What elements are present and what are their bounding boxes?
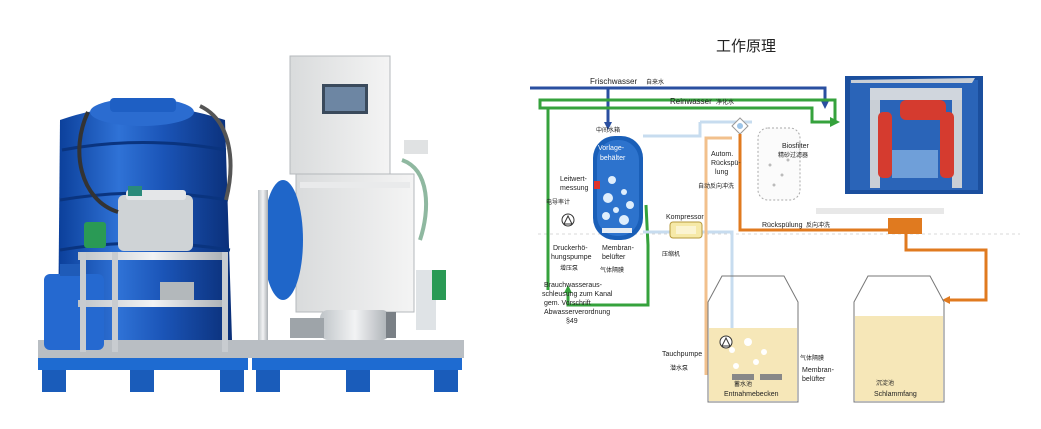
vorlage-cn: 中间水箱 xyxy=(596,126,620,134)
druck-label-1: Druckerhö- xyxy=(553,245,588,252)
car-wash-bay xyxy=(845,76,983,194)
brauch-label-1: Brauchwasseraus- xyxy=(544,282,603,289)
dosing-unit xyxy=(118,195,193,251)
leitwert-label-1: Leitwert- xyxy=(560,176,588,183)
membran-cn: 气体隔膜 xyxy=(600,266,624,274)
product-photo xyxy=(38,55,464,392)
diagram-title: 工作原理 xyxy=(716,37,776,55)
leitwert-cn: 电导率计 xyxy=(546,198,570,206)
drain-box xyxy=(888,218,922,234)
schlamm-cn: 沉淀池 xyxy=(876,379,894,387)
booster-pump xyxy=(561,213,575,227)
entnahme-label: Entnahmebecken xyxy=(724,391,779,398)
compressor xyxy=(669,221,703,239)
membran2-label-1: Membran- xyxy=(802,367,835,374)
brauch-label-3: gem. Vorschrift xyxy=(544,300,591,307)
frischwasser-cn: 自来水 xyxy=(646,78,664,86)
biofilter xyxy=(757,127,801,201)
conductivity-sensor xyxy=(594,181,600,189)
filter-cartridge xyxy=(416,270,436,330)
tauch-cn: 潜水泵 xyxy=(670,364,688,372)
storage-tank xyxy=(593,136,643,240)
kompressor-label: Kompressor xyxy=(666,214,704,221)
working-principle-diagram: 工作原理 Frischwasser 自来水 Reinwasser 净化水 Vor… xyxy=(530,37,1020,403)
steel-frame xyxy=(78,252,228,352)
canister xyxy=(44,274,104,350)
reinwasser-cn: 净化水 xyxy=(716,98,734,106)
pallet-right xyxy=(252,340,464,392)
pallet-left xyxy=(38,340,253,392)
pump xyxy=(290,310,396,340)
rueck-cn: 反向冲洗 xyxy=(806,221,830,229)
rueck-label: Rückspülung xyxy=(762,222,803,229)
auto-label-1: Autom. xyxy=(711,151,733,158)
biofilter-cn: 精砂过滤器 xyxy=(778,151,808,159)
leitwert-label-2: messung xyxy=(560,185,589,192)
brauch-label-4: Abwasserverordnung xyxy=(544,309,610,316)
control-cabinet xyxy=(289,55,415,313)
entnahme-cn: 蓄水池 xyxy=(734,380,752,388)
schlamm-label: Schlammfang xyxy=(874,391,917,398)
brauch-label-2: schleusung zum Kanal xyxy=(542,291,613,298)
auto-label-2: Rückspü- xyxy=(711,160,741,167)
reinwasser-label: Reinwasser xyxy=(670,97,712,106)
membran2-label-2: belüfter xyxy=(802,376,826,383)
frischwasser-label: Frischwasser xyxy=(590,77,637,86)
pressure-vessel xyxy=(263,180,303,300)
drain-gutter xyxy=(816,208,944,214)
druck-label-2: hungspumpe xyxy=(551,254,592,261)
biofilter-label: Biosfilter xyxy=(782,143,810,150)
tauch-label: Tauchpumpe xyxy=(662,351,702,358)
auto-cn: 自动反向冲洗 xyxy=(698,182,734,190)
sludge-trap xyxy=(853,275,945,403)
druck-cn: 增压泵 xyxy=(560,264,578,272)
vorlage-label-2: behälter xyxy=(600,155,626,162)
meter xyxy=(84,222,106,248)
extraction-basin xyxy=(707,275,799,403)
backwash-valve xyxy=(731,117,749,135)
vorlage-label-1: Vorlage- xyxy=(598,145,625,152)
kompressor-cn: 压缩机 xyxy=(662,250,680,258)
membran-label-1: Membran- xyxy=(602,245,635,252)
backwash-line xyxy=(704,134,988,375)
membran2-cn: 气体隔膜 xyxy=(800,354,824,362)
auto-label-3: lung xyxy=(715,169,728,176)
brauch-label-5: §49 xyxy=(566,318,578,325)
membran-label-2: belüfter xyxy=(602,254,626,261)
